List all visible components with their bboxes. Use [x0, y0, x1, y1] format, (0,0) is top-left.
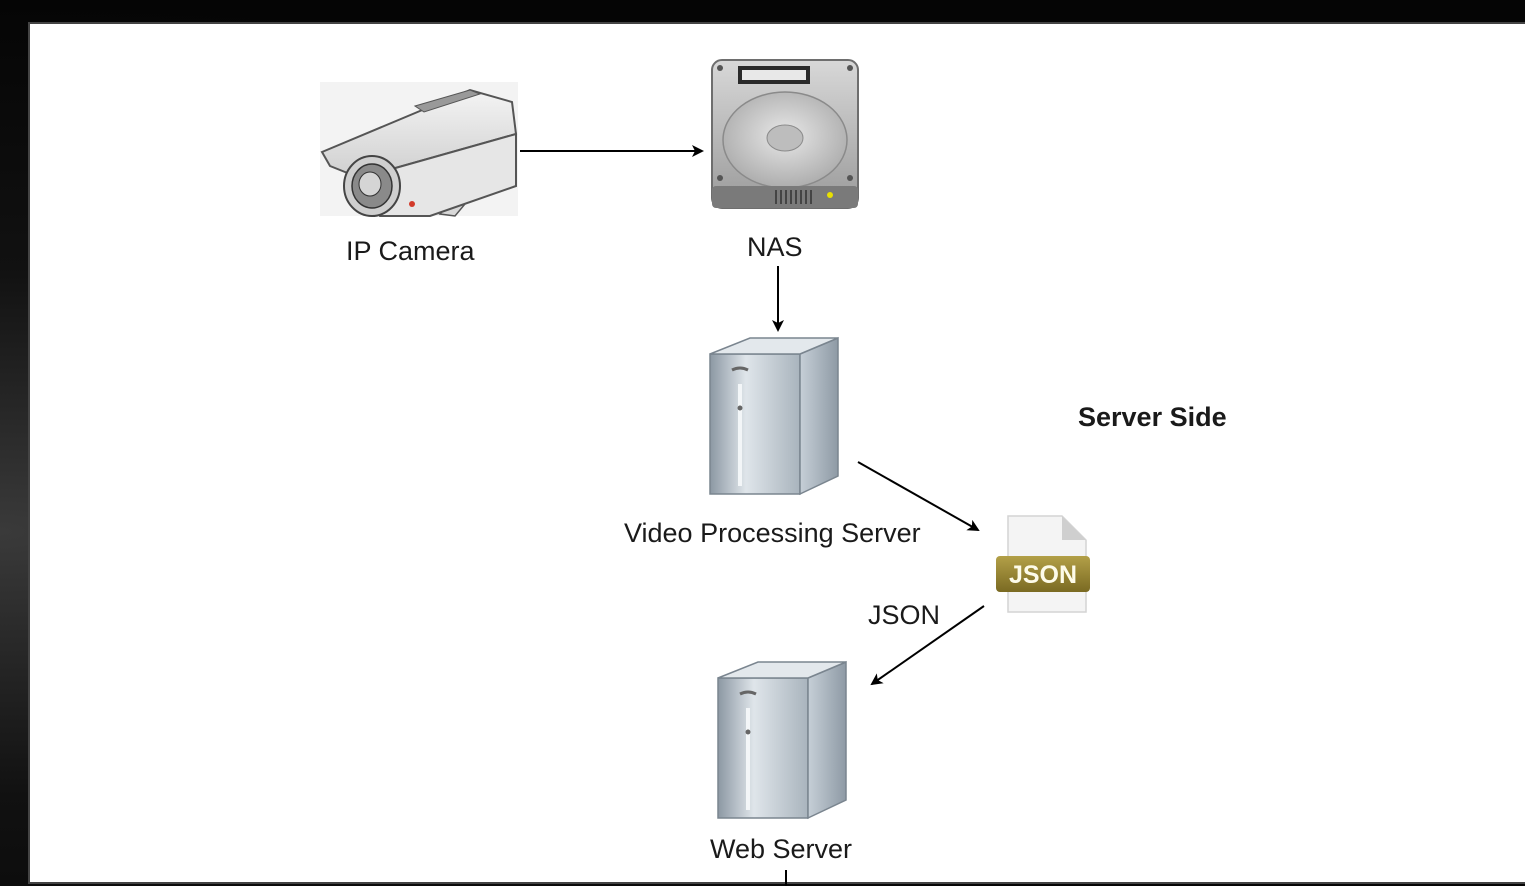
server-tower-icon [709, 336, 839, 496]
edge-json-to-web-server [870, 605, 985, 686]
security-camera-icon [320, 82, 518, 217]
video-processing-server-label: Video Processing Server [624, 518, 921, 548]
json-badge-text: JSON [1009, 561, 1077, 589]
ip-camera-label: IP Camera [346, 236, 475, 266]
web-server-label: Web Server [710, 834, 853, 864]
server-side-title: Server Side [1078, 402, 1227, 432]
hard-drive-icon [711, 59, 859, 209]
server-tower-icon [717, 660, 847, 820]
edge-video-server-to-json [857, 461, 980, 531]
json-file-icon: JSON [996, 515, 1090, 613]
diagram-canvas: JSON IP Camera NAS Video Processing Serv… [28, 22, 1525, 886]
diagram-svg: JSON [320, 59, 1090, 886]
edge-label-json: JSON [868, 600, 941, 630]
nas-label: NAS [747, 232, 803, 262]
